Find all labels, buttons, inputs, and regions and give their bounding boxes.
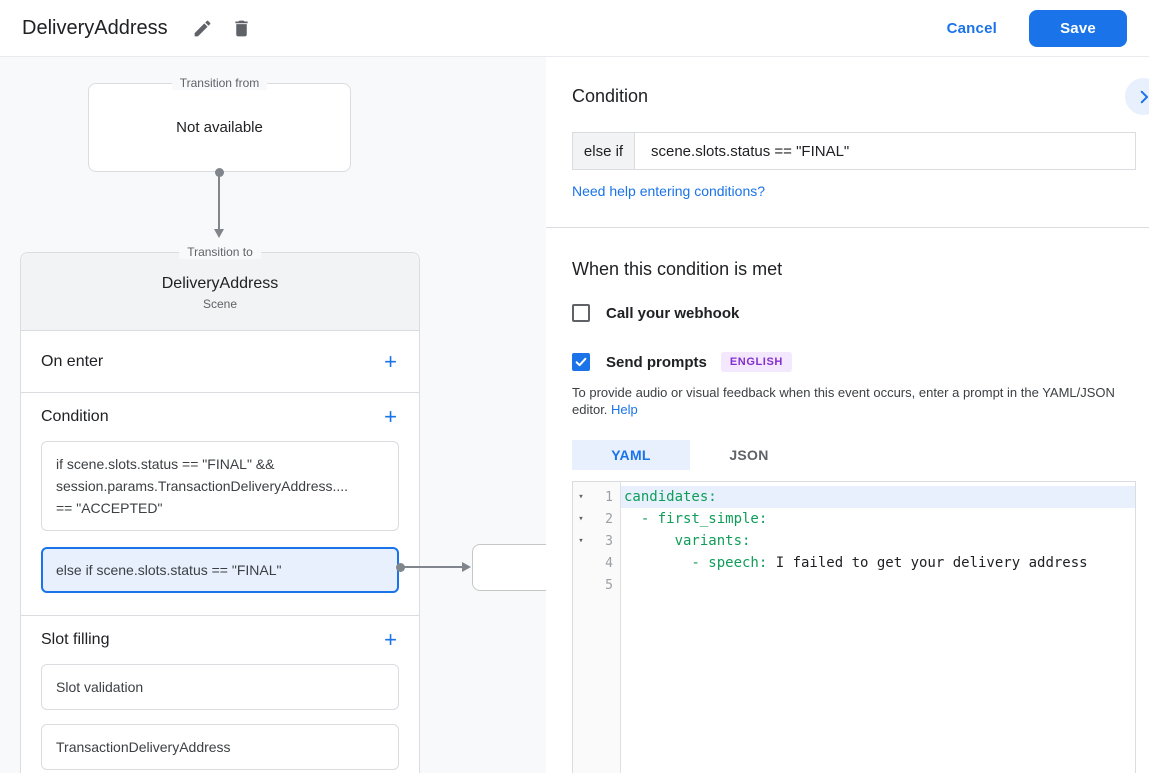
prompts-description-text: To provide audio or visual feedback when… (572, 385, 1115, 417)
scene-type: Scene (202, 297, 238, 311)
line-number: 4 (605, 555, 613, 571)
line-number: 1 (605, 489, 613, 505)
send-prompts-checkbox[interactable] (572, 353, 590, 371)
slot-item-label: TransactionDeliveryAddress (56, 739, 231, 755)
code-segment: - first_simple: (624, 511, 768, 527)
when-met-title: When this condition is met (572, 259, 783, 279)
transition-target-box[interactable] (472, 544, 546, 591)
save-button[interactable]: Save (1029, 9, 1127, 47)
gutter-line: 5 (573, 574, 620, 596)
gutter-line: 4 (573, 552, 620, 574)
slot-validation-item[interactable]: Slot validation (41, 664, 399, 710)
collapse-panel-button[interactable] (1125, 78, 1149, 115)
cancel-button[interactable]: Cancel (931, 12, 1013, 45)
code-line[interactable]: candidates: (621, 486, 1135, 508)
editor-tabs: YAML JSON (572, 440, 1136, 470)
line-number: 5 (605, 577, 613, 593)
add-on-enter-button[interactable]: + (384, 348, 397, 374)
language-badge: ENGLISH (720, 352, 792, 372)
condition-item[interactable]: if scene.slots.status == "FINAL" && sess… (41, 441, 399, 531)
slot-item-label: Slot validation (56, 679, 144, 695)
code-segment: - speech: (624, 555, 776, 571)
gutter-line: ▾1 (573, 486, 620, 508)
code-line[interactable] (621, 574, 1135, 596)
transition-from-label: Transition from (171, 76, 268, 90)
code-segment: candidates: (624, 489, 717, 505)
condition-section-header: Condition + (21, 393, 419, 441)
prompts-description: To provide audio or visual feedback when… (572, 384, 1136, 418)
line-number: 3 (605, 533, 613, 549)
webhook-label: Call your webhook (606, 304, 740, 322)
pencil-icon (194, 20, 210, 36)
add-condition-button[interactable]: + (384, 404, 397, 429)
page-title: DeliveryAddress (22, 16, 168, 39)
tab-json[interactable]: JSON (690, 440, 808, 470)
on-enter-section: On enter + (21, 331, 419, 393)
edit-scene-button[interactable] (188, 14, 217, 43)
send-prompts-row: Send prompts ENGLISH (572, 352, 1136, 372)
condition-detail-panel: Condition else if scene.slots.status == … (546, 57, 1149, 773)
connector-line-down (218, 176, 220, 230)
condition-input-group: else if scene.slots.status == "FINAL" (572, 132, 1136, 170)
arrow-down-icon (214, 229, 224, 238)
arrow-right-icon (462, 562, 471, 572)
line-number: 2 (605, 511, 613, 527)
transition-to-label: Transition to (179, 245, 261, 259)
webhook-checkbox[interactable] (572, 304, 590, 322)
condition-item-line: session.params.TransactionDeliveryAddres… (56, 478, 349, 494)
slot-filling-section: Slot filling + Slot validation Transacti… (21, 616, 419, 773)
condition-section-label: Condition (41, 408, 109, 425)
chevron-right-icon (1140, 90, 1148, 103)
send-prompts-label: Send prompts (606, 353, 707, 371)
webhook-row: Call your webhook (572, 304, 1136, 322)
section-divider (546, 227, 1149, 228)
code-segment: I failed to get your delivery address (775, 555, 1088, 571)
add-slot-button[interactable]: + (384, 627, 397, 652)
check-icon (575, 357, 587, 367)
tab-yaml[interactable]: YAML (572, 440, 690, 470)
editor-code[interactable]: candidates: - first_simple: variants: - … (621, 482, 1135, 773)
scene-diagram-panel: Transition from Not available Transition… (0, 57, 546, 773)
help-link[interactable]: Help (611, 402, 638, 417)
scene-card: Transition to DeliveryAddress Scene On e… (20, 245, 420, 773)
code-line[interactable]: variants: (621, 530, 1135, 552)
top-bar: DeliveryAddress Cancel Save (0, 0, 1149, 57)
code-line[interactable]: - speech: I failed to get your delivery … (621, 552, 1135, 574)
condition-item-selected[interactable]: else if scene.slots.status == "FINAL" (41, 547, 399, 593)
fold-arrow-icon[interactable]: ▾ (578, 536, 584, 546)
delete-scene-button[interactable] (227, 14, 256, 43)
condition-item-line: == "ACCEPTED" (56, 500, 163, 516)
trash-icon (234, 20, 248, 36)
condition-section: Condition + if scene.slots.status == "FI… (21, 393, 419, 616)
slot-item[interactable]: TransactionDeliveryAddress (41, 724, 399, 770)
code-line[interactable]: - first_simple: (621, 508, 1135, 530)
scene-name: DeliveryAddress (161, 275, 279, 292)
connector-dot (215, 168, 224, 177)
panel-title: Condition (572, 86, 649, 106)
condition-prefix: else if (573, 133, 635, 169)
connector-dot (396, 563, 405, 572)
transition-from-box[interactable]: Transition from Not available (88, 76, 351, 172)
slot-filling-section-header: Slot filling + (21, 616, 419, 664)
fold-arrow-icon[interactable]: ▾ (578, 492, 584, 502)
gutter-line: ▾3 (573, 530, 620, 552)
slot-filling-label: Slot filling (41, 631, 110, 648)
fold-arrow-icon[interactable]: ▾ (578, 514, 584, 524)
condition-item-line: else if scene.slots.status == "FINAL" (56, 562, 282, 578)
gutter-line: ▾2 (573, 508, 620, 530)
scene-card-header[interactable]: Transition to DeliveryAddress Scene (21, 245, 419, 331)
condition-input[interactable]: scene.slots.status == "FINAL" (651, 142, 850, 160)
connector-line-right (404, 566, 462, 568)
on-enter-label: On enter (41, 352, 104, 370)
condition-item-line: if scene.slots.status == "FINAL" && (56, 456, 275, 472)
transition-from-value: Not available (176, 119, 263, 136)
conditions-help-link[interactable]: Need help entering conditions? (572, 183, 766, 199)
code-segment: variants: (624, 533, 751, 549)
